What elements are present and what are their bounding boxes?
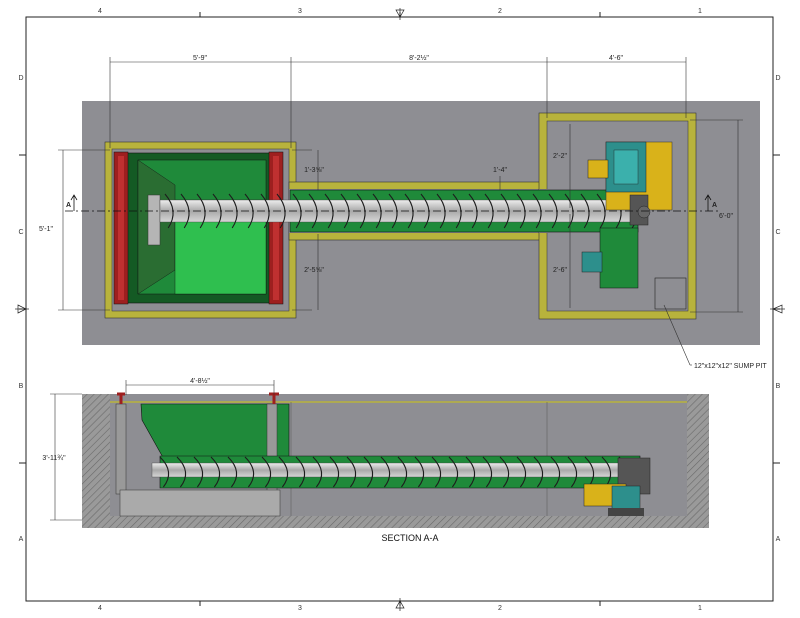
dim-plan-mid-length: 8'-2½" <box>409 54 429 62</box>
auger-flight <box>414 456 425 488</box>
sheet-border <box>15 8 785 611</box>
zone-label: 4 <box>98 8 102 15</box>
section-dimension-lines <box>50 380 275 521</box>
auger-flight <box>278 456 289 488</box>
gearbox <box>599 227 639 289</box>
zone-label: 2 <box>498 605 502 612</box>
dim-plan-left-width: 5'-9" <box>193 55 207 62</box>
zone-label: B <box>19 383 24 390</box>
auger-flight <box>533 456 544 488</box>
auger-flight <box>448 456 459 488</box>
zone-label: B <box>776 383 781 390</box>
dim-plan-right-lower: 2'-6" <box>553 267 567 274</box>
zone-label: 1 <box>698 605 702 612</box>
zone-label: C <box>18 229 23 236</box>
auger-flight <box>465 456 476 488</box>
auger-shaft-section <box>151 462 643 478</box>
dim-section-height: 3'-11¾" <box>42 455 66 462</box>
dim-plan-right-width: 4'-6" <box>609 55 623 62</box>
zone-label: C <box>775 229 780 236</box>
auger-flight <box>397 456 408 488</box>
zone-label: 1 <box>698 8 702 15</box>
zone-label: 2 <box>498 8 502 15</box>
auger-flight <box>482 456 493 488</box>
auger-flight <box>193 456 204 488</box>
auger-flight <box>516 456 527 488</box>
dim-plan-trench-bottom: 2'-5⅝" <box>304 267 324 274</box>
dim-plan-right-height: 6'-0" <box>719 213 733 220</box>
dim-plan-trench-top: 1'-3⅝" <box>304 167 324 174</box>
auger-flight <box>499 456 510 488</box>
zone-label: 3 <box>298 605 302 612</box>
plan-dimension-lines <box>58 57 743 366</box>
zone-label: D <box>775 75 780 82</box>
sump-pit <box>654 277 687 310</box>
section-view <box>82 392 709 528</box>
auger-flight <box>380 456 391 488</box>
dim-plan-right-upper: 2'-2" <box>553 153 567 160</box>
zone-label: A <box>776 536 781 543</box>
dim-plan-pit-height: 5'-1" <box>39 226 53 233</box>
section-marker-right: A <box>712 202 717 209</box>
zone-label: 3 <box>298 8 302 15</box>
zone-label: A <box>19 536 24 543</box>
auger-flight <box>159 456 170 488</box>
auger-flight <box>329 456 340 488</box>
auger-flight <box>567 456 578 488</box>
auger-flight <box>295 456 306 488</box>
auger-flight <box>261 456 272 488</box>
auger-flight <box>176 456 187 488</box>
dim-plan-trench-width: 1'-4" <box>493 167 507 174</box>
auger-flight <box>244 456 255 488</box>
sump-pit-note: 12"x12"x12" SUMP PIT <box>694 363 767 370</box>
zone-label: 4 <box>98 605 102 612</box>
auger-flight <box>346 456 357 488</box>
auger-flight <box>227 456 238 488</box>
zone-label: D <box>18 75 23 82</box>
plan-view <box>65 101 760 345</box>
auger-flight <box>210 456 221 488</box>
dim-section-hopper-width: 4'-8½" <box>190 377 210 385</box>
auger-flight <box>550 456 561 488</box>
auger-flight <box>363 456 374 488</box>
section-marker-left: A <box>66 202 71 209</box>
section-title: SECTION A-A <box>381 533 438 543</box>
auger-flight <box>312 456 323 488</box>
auger-flight <box>431 456 442 488</box>
